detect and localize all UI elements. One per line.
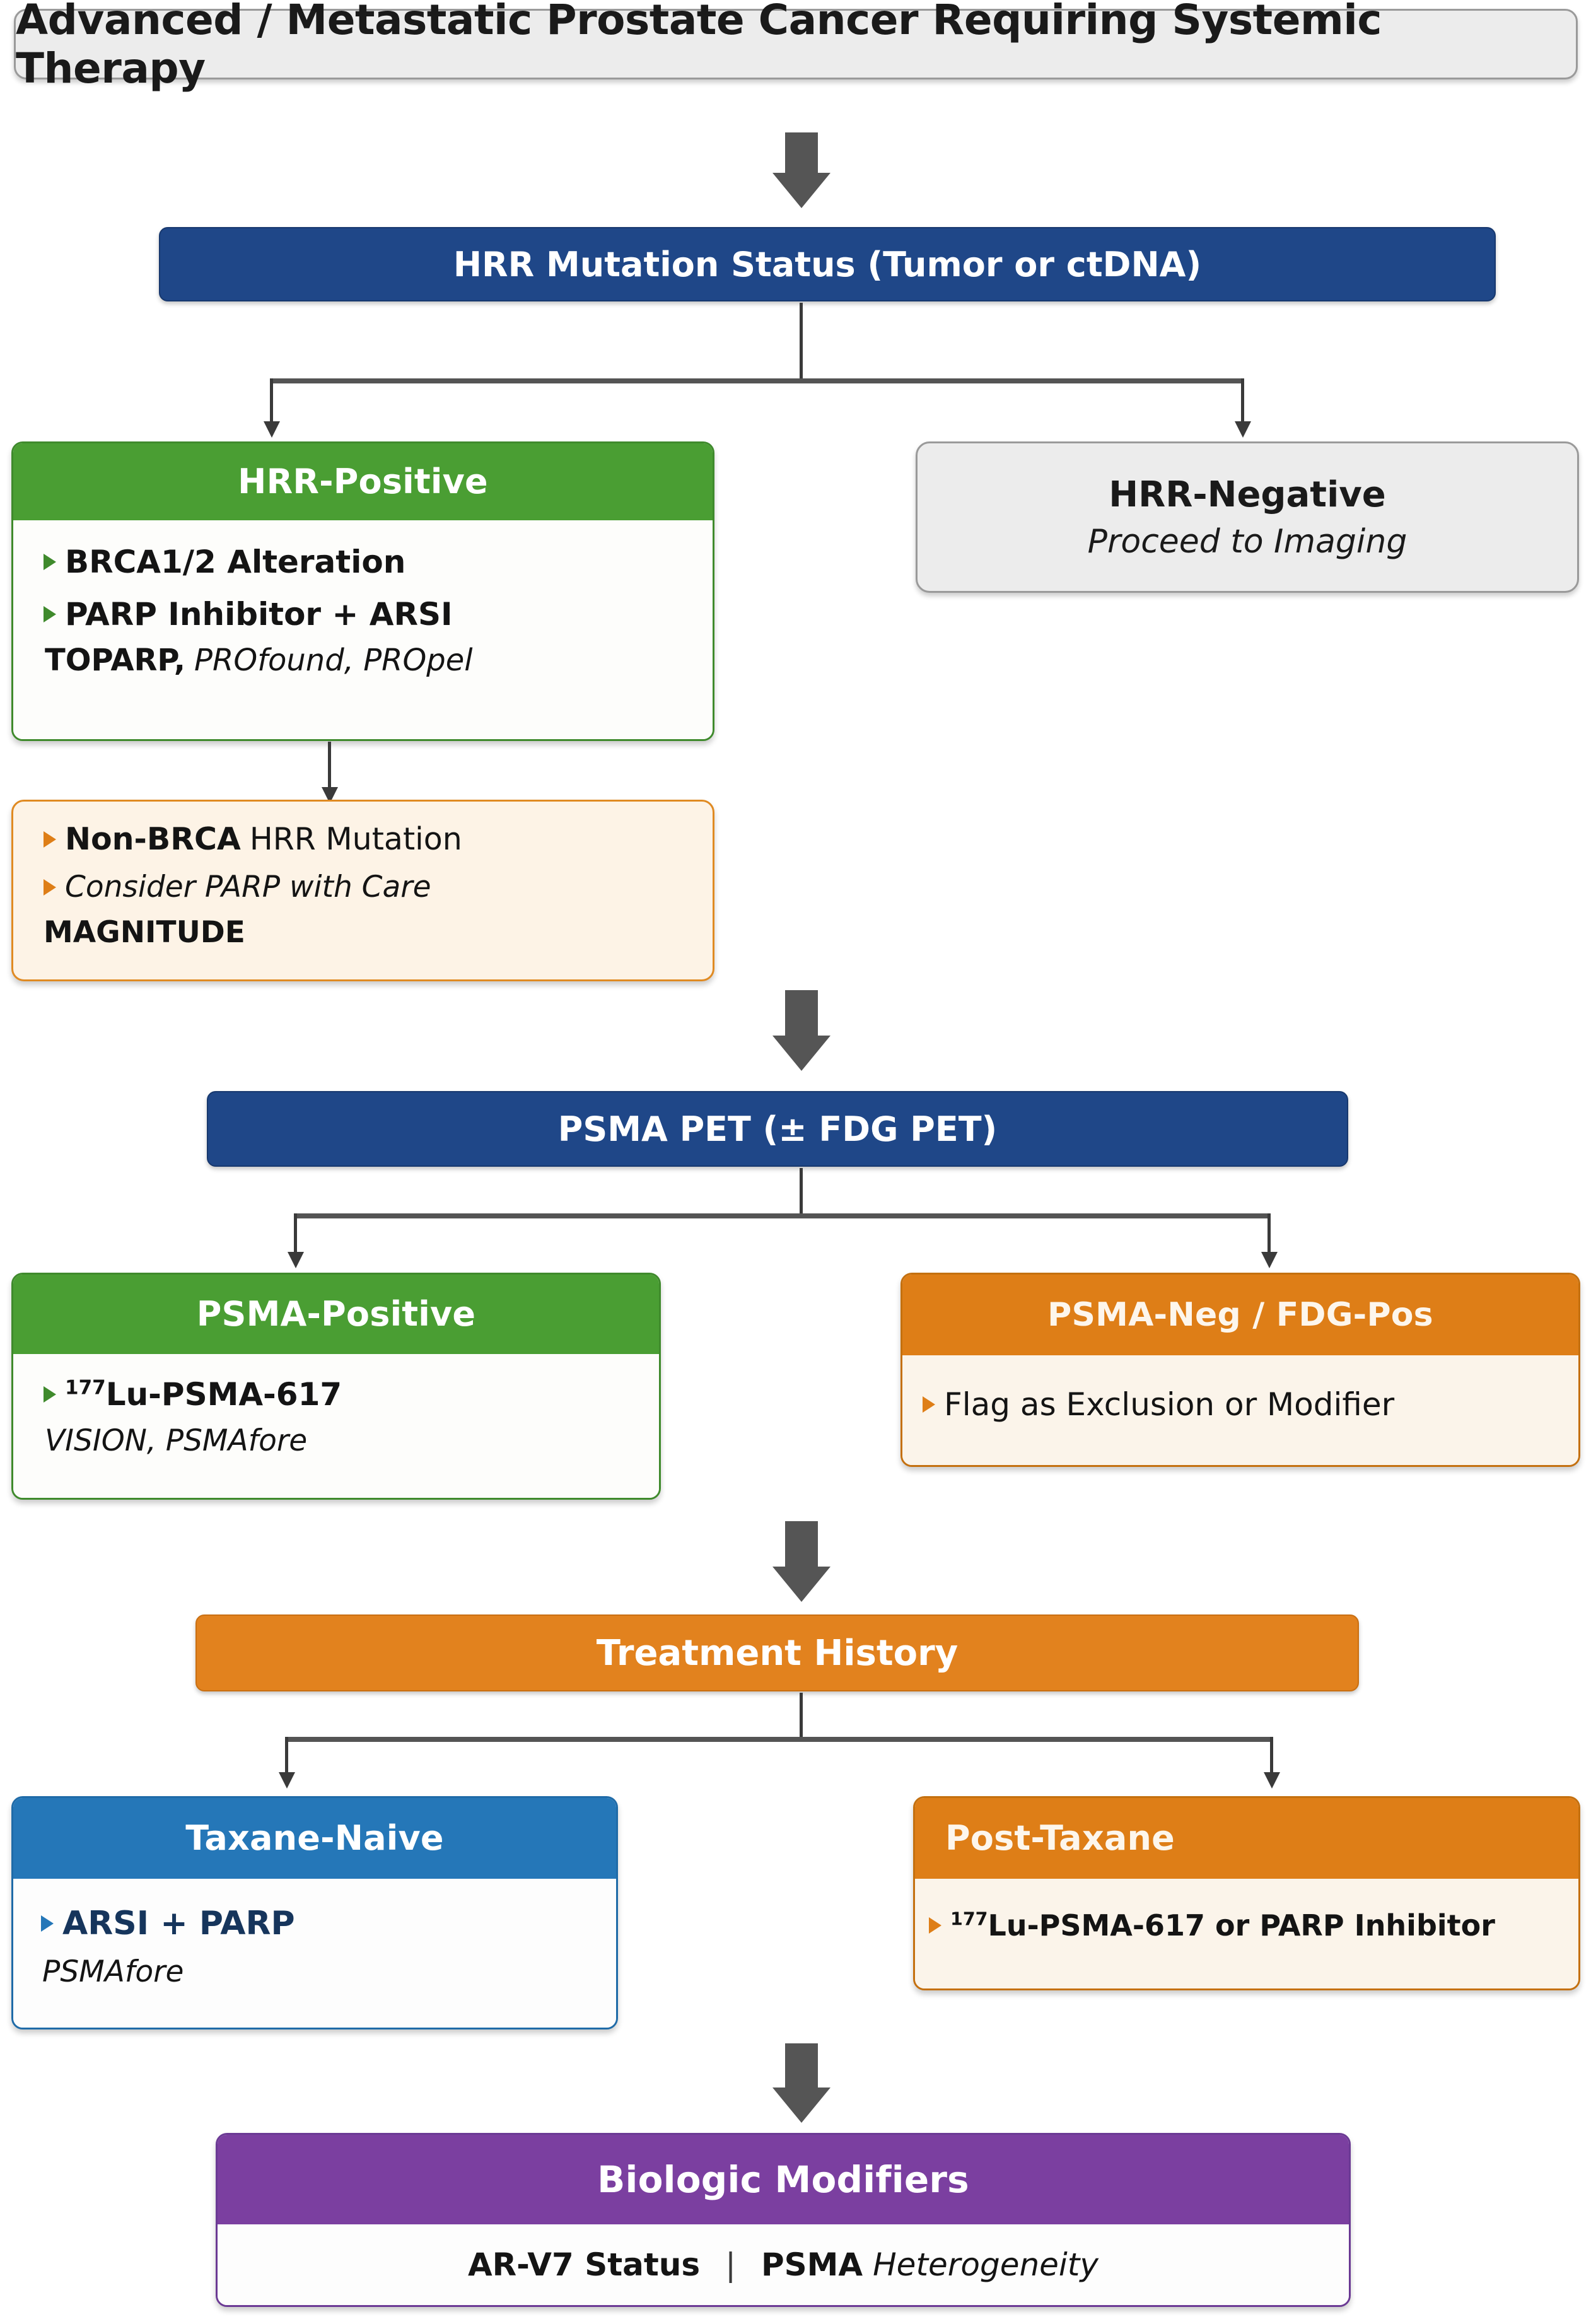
arrowhead-psma-positive (288, 1252, 304, 1268)
bullet-consider-parp-label: Consider PARP with Care (65, 870, 431, 905)
node-start[interactable]: Advanced / Metastatic Prostate Cancer Re… (14, 0, 1578, 93)
triangle-bullet-icon (44, 554, 56, 571)
bullet-non-brca-mutation: Non-BRCA HRR Mutation (44, 823, 713, 855)
bullet-parp-arsi: PARP Inhibitor + ARSI (44, 595, 713, 633)
isotope-superscript-177: 177 (950, 1908, 988, 1930)
node-psma-pet-label: PSMA PET (± FDG PET) (557, 1109, 998, 1149)
bullet-non-brca-rest: HRR Mutation (249, 821, 462, 857)
connector-psma-crossbar (294, 1213, 1268, 1218)
arrowhead-hrr-positive (264, 421, 280, 438)
bullet-brca-alteration: BRCA1/2 Alteration (44, 546, 713, 579)
arrowhead-post-taxane (1264, 1772, 1280, 1789)
node-treatment-history[interactable]: Treatment History (195, 1615, 1359, 1691)
trial-list-hrr-positive: TOPARP, PROfound, PROpel (44, 643, 713, 678)
node-start-label: Advanced / Metastatic Prostate Cancer Re… (16, 0, 1382, 93)
node-psma-positive-body: 177Lu-PSMA-617 VISION, PSMAfore (13, 1354, 659, 1498)
trial-magnitude: MAGNITUDE (44, 914, 713, 950)
connector-hrr-stem (800, 303, 803, 382)
trial-vision-psmafore: VISION, PSMAfore (45, 1423, 308, 1458)
node-psma-neg-fdg-pos-body: Flag as Exclusion or Modifier (902, 1355, 1578, 1465)
modifier-psma-label: PSMA (761, 2246, 863, 2283)
bullet-lu-psma-617-label: Lu-PSMA-617 (105, 1376, 342, 1413)
node-post-taxane[interactable]: Post-Taxane 177Lu-PSMA-617 or PARP Inhib… (913, 1796, 1580, 1990)
block-arrow-to-psma-pet (772, 990, 830, 1072)
bullet-lu-psma-617: 177Lu-PSMA-617 (44, 1378, 659, 1411)
node-psma-neg-fdg-pos[interactable]: PSMA-Neg / FDG-Pos Flag as Exclusion or … (900, 1273, 1580, 1467)
node-non-brca[interactable]: Non-BRCA HRR Mutation Consider PARP with… (11, 800, 714, 981)
bullet-lu-psma-or-parp: 177Lu-PSMA-617 or PARP Inhibitor (929, 1910, 1578, 1941)
node-treatment-history-label: Treatment History (596, 1632, 959, 1674)
arrowhead-taxane-naive (279, 1772, 295, 1789)
node-taxane-naive-body: ARSI + PARP PSMAfore (13, 1879, 616, 2028)
bullet-flag-exclusion: Flag as Exclusion or Modifier (923, 1388, 1578, 1422)
node-psma-neg-fdg-pos-header: PSMA-Neg / FDG-Pos (902, 1275, 1578, 1355)
trial-list-psma-positive: VISION, PSMAfore (44, 1425, 659, 1456)
block-arrow-to-biologic-modifiers (772, 2043, 830, 2125)
connector-hrr-crossbar (270, 378, 1244, 383)
node-hrr-positive-header: HRR-Positive (13, 443, 713, 520)
triangle-bullet-icon (929, 1917, 941, 1934)
connector-psma-stem (800, 1168, 803, 1217)
trial-psmafore: PSMAfore (42, 1954, 184, 1989)
node-taxane-naive-header: Taxane-Naive (13, 1798, 616, 1879)
triangle-bullet-icon (44, 879, 56, 896)
trial-list-taxane-naive: PSMAfore (41, 1956, 616, 1987)
triangle-bullet-icon (44, 605, 56, 622)
connector-hrrpos-to-nonbrca (328, 742, 331, 791)
node-psma-pet[interactable]: PSMA PET (± FDG PET) (207, 1091, 1348, 1167)
arrowhead-hrr-negative (1235, 421, 1251, 438)
triangle-bullet-icon (41, 1915, 54, 1932)
modifier-heterogeneity-label: Heterogeneity (873, 2246, 1099, 2283)
connector-treatment-left-drop (285, 1737, 288, 1776)
node-hrr-negative-subtitle: Proceed to Imaging (1087, 522, 1407, 561)
connector-psma-left-drop (294, 1213, 297, 1256)
trial-magnitude-label: MAGNITUDE (44, 914, 245, 950)
bullet-brca-alteration-label: BRCA1/2 Alteration (65, 544, 406, 580)
connector-psma-right-drop (1268, 1213, 1271, 1256)
bullet-parp-arsi-label: PARP Inhibitor + ARSI (65, 595, 453, 633)
connector-treatment-crossbar (285, 1737, 1270, 1742)
connector-hrr-left-drop (270, 378, 273, 426)
node-hrr-positive-body: BRCA1/2 Alteration PARP Inhibitor + ARSI… (13, 520, 713, 739)
isotope-superscript-177: 177 (65, 1376, 106, 1399)
block-arrow-to-treatment-history (772, 1521, 830, 1603)
node-hrr-negative[interactable]: HRR-Negative Proceed to Imaging (916, 441, 1579, 593)
node-psma-positive-header: PSMA-Positive (13, 1275, 659, 1354)
node-psma-positive[interactable]: PSMA-Positive 177Lu-PSMA-617 VISION, PSM… (11, 1273, 661, 1500)
node-hrr-mutation-status[interactable]: HRR Mutation Status (Tumor or ctDNA) (159, 227, 1496, 301)
bullet-consider-parp: Consider PARP with Care (44, 870, 713, 905)
node-hrr-negative-header: HRR-Negative (1109, 474, 1386, 515)
node-hrr-mutation-status-label: HRR Mutation Status (Tumor or ctDNA) (453, 244, 1202, 284)
bullet-lu-psma-or-parp-label: Lu-PSMA-617 or PARP Inhibitor (988, 1908, 1495, 1942)
triangle-bullet-icon (44, 1386, 56, 1403)
node-taxane-naive[interactable]: Taxane-Naive ARSI + PARP PSMAfore (11, 1796, 618, 2029)
trial-profound-propel: PROfound, PROpel (194, 643, 473, 678)
node-biologic-modifiers-header: Biologic Modifiers (218, 2135, 1349, 2224)
node-biologic-modifiers[interactable]: Biologic Modifiers AR-V7 Status | PSMA H… (216, 2133, 1351, 2307)
node-biologic-modifiers-body: AR-V7 Status | PSMA Heterogeneity (218, 2224, 1349, 2305)
modifier-separator: | (725, 2246, 736, 2283)
connector-treatment-right-drop (1270, 1737, 1273, 1776)
bullet-non-brca-bold: Non-BRCA (65, 821, 241, 857)
connector-hrr-right-drop (1241, 378, 1244, 426)
arrowhead-psma-neg (1261, 1252, 1278, 1268)
triangle-bullet-icon (923, 1396, 935, 1413)
trial-toparp: TOPARP, (45, 643, 186, 678)
connector-treatment-stem (800, 1693, 803, 1741)
triangle-bullet-icon (44, 831, 56, 848)
node-hrr-positive[interactable]: HRR-Positive BRCA1/2 Alteration PARP Inh… (11, 441, 714, 741)
block-arrow-start-to-hrr (772, 132, 830, 208)
node-post-taxane-body: 177Lu-PSMA-617 or PARP Inhibitor (915, 1879, 1578, 1988)
node-post-taxane-header: Post-Taxane (915, 1798, 1578, 1879)
bullet-arsi-parp-label: ARSI + PARP (62, 1905, 295, 1942)
modifier-ar-v7-status: AR-V7 Status (467, 2246, 701, 2283)
bullet-arsi-parp: ARSI + PARP (41, 1906, 616, 1941)
bullet-flag-exclusion-label: Flag as Exclusion or Modifier (944, 1386, 1395, 1423)
